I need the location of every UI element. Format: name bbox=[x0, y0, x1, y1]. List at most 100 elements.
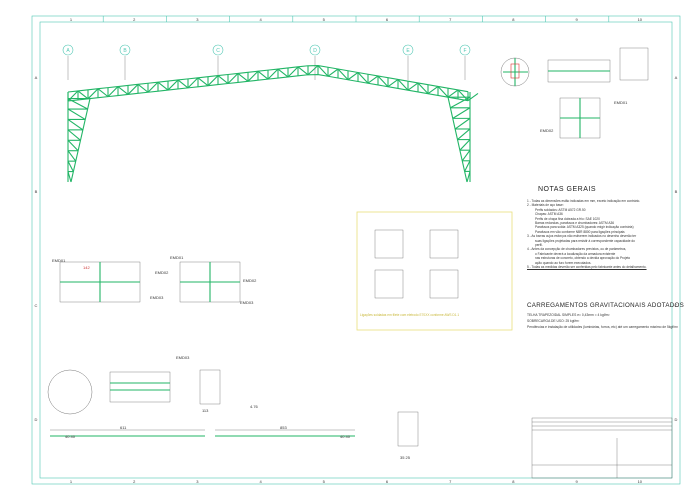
detail-plate-view bbox=[109, 371, 171, 403]
grid-axis-bubble bbox=[119, 44, 131, 56]
note-item: Chapas: ASTM A36 bbox=[535, 212, 563, 217]
detail-tag: EMD02 bbox=[155, 270, 169, 275]
border-row-label: D bbox=[35, 417, 38, 422]
column-diagonal bbox=[67, 118, 84, 131]
detail-tag: EMD03 bbox=[176, 355, 190, 360]
truss-diagonal bbox=[147, 81, 159, 93]
column-diagonal bbox=[464, 160, 471, 172]
border-row-label: D bbox=[675, 417, 678, 422]
load-item: TELHA TRAPEZOIDAL SIMPLES e= 0,43mm = 4 … bbox=[527, 313, 610, 317]
border-row-label: B bbox=[675, 189, 678, 194]
detail-callout-circle bbox=[47, 369, 93, 415]
detail-tag: EMD01 bbox=[614, 100, 628, 105]
detail-tag: EMD02 bbox=[243, 278, 257, 283]
column-diagonal bbox=[454, 117, 471, 130]
column-diagonal bbox=[67, 98, 88, 110]
section-sketch bbox=[429, 229, 459, 259]
plate-detail bbox=[199, 369, 221, 405]
border-column-label: 1 bbox=[70, 17, 73, 22]
border-row-label: C bbox=[675, 303, 678, 308]
truss-diagonal bbox=[417, 82, 429, 95]
note-item: o Fabricante deverá a localização da arm… bbox=[535, 251, 616, 256]
border-column-label: 2 bbox=[133, 479, 136, 484]
title-block bbox=[531, 417, 673, 479]
truss-diagonal bbox=[407, 82, 419, 91]
truss-diagonal bbox=[257, 70, 269, 80]
border-row-label: C bbox=[35, 303, 38, 308]
border-row-label: A bbox=[675, 75, 678, 80]
detail-tag: EMD03 bbox=[240, 300, 254, 305]
border-column-label: 5 bbox=[323, 479, 326, 484]
note-item: 2 - Materiais de aço base: bbox=[527, 203, 564, 208]
truss-diagonal bbox=[137, 83, 149, 93]
grid-axis-label: E bbox=[406, 48, 410, 54]
note-item: 4 - Antes da concepção de chumbadores pr… bbox=[527, 247, 627, 252]
load-item: SOBRECARGA DE USO: 25 kgf/m² bbox=[527, 319, 580, 323]
truss-diagonal bbox=[97, 88, 109, 98]
border-column-label: 6 bbox=[386, 17, 389, 22]
truss-diagonal bbox=[377, 75, 389, 88]
note-item: Parafusos em vão conforme NBR 8800 para … bbox=[535, 229, 625, 234]
dimension-142: 142 bbox=[83, 265, 90, 270]
truss-diagonal bbox=[217, 75, 229, 84]
grid-axis-bubble bbox=[309, 44, 321, 56]
border-column-label: 10 bbox=[638, 17, 643, 22]
dimension-35-25: 35 25 bbox=[400, 455, 411, 460]
note-item: nas estruturas de concreto, obtendo a de… bbox=[535, 256, 631, 261]
note-item: 1 - Todas as dimensões estão indicadas e… bbox=[527, 199, 641, 203]
dimension-4-76: 4.76 bbox=[250, 404, 258, 409]
truss-diagonal bbox=[197, 77, 209, 87]
column-diagonal bbox=[450, 96, 471, 109]
section-sketch bbox=[374, 269, 404, 299]
column-diagonal bbox=[457, 128, 471, 141]
note-box bbox=[356, 211, 513, 331]
border-column-label: 7 bbox=[449, 479, 452, 484]
detail-tag: EMD01 bbox=[52, 258, 66, 263]
border-column-label: 3 bbox=[196, 17, 199, 22]
truss-diagonal bbox=[397, 79, 409, 91]
grid-axis-label: B bbox=[123, 48, 127, 54]
border-row-label: A bbox=[35, 75, 38, 80]
border-column-label: 8 bbox=[512, 479, 515, 484]
dimension-853: 853 bbox=[280, 425, 287, 430]
truss-diagonal bbox=[207, 75, 219, 87]
grid-axis-bubble bbox=[459, 44, 471, 56]
truss-diagonal bbox=[297, 66, 309, 76]
column-diagonal bbox=[452, 107, 471, 119]
border-column-label: 6 bbox=[386, 479, 389, 484]
load-item: Pendências e instalação de utilidades (l… bbox=[527, 325, 678, 329]
notes-title: NOTAS GERAIS bbox=[538, 186, 596, 193]
truss-diagonal bbox=[127, 83, 139, 95]
column-diagonal bbox=[67, 139, 79, 152]
note-item: Parafusos para solda: ASTM A325 (quando … bbox=[535, 225, 634, 230]
border-column-label: 8 bbox=[512, 17, 515, 22]
grid-axis-bubble bbox=[402, 44, 414, 56]
truss-diagonal bbox=[427, 85, 439, 95]
truss-diagonal bbox=[287, 66, 299, 78]
truss-diagonal bbox=[87, 88, 99, 100]
dimension-611: 611 bbox=[120, 425, 127, 430]
grid-axis-label: A bbox=[66, 48, 70, 54]
truss-diagonal bbox=[367, 75, 379, 84]
truss-diagonal bbox=[357, 72, 369, 84]
truss-diagonal bbox=[247, 70, 259, 82]
dimension-40-left: 40 40 bbox=[65, 434, 76, 439]
border-column-label: 2 bbox=[133, 17, 136, 22]
yellow-box-note: Ligações soldadas em filete com eletrodo… bbox=[360, 313, 460, 317]
section-sketch bbox=[429, 269, 459, 299]
note-item: ação quando ao furo forem executados. bbox=[535, 260, 592, 265]
column-diagonal bbox=[67, 150, 77, 162]
truss-diagonal bbox=[107, 86, 119, 98]
truss-diagonal bbox=[157, 81, 169, 91]
truss-diagonal bbox=[317, 65, 329, 77]
note-item: perfil. bbox=[535, 243, 543, 247]
column-diagonal bbox=[67, 171, 72, 183]
truss-diagonal bbox=[307, 65, 319, 76]
truss-diagonal bbox=[187, 77, 199, 89]
truss-diagonal bbox=[227, 73, 239, 84]
truss-diagonal bbox=[277, 68, 289, 78]
column-diagonal bbox=[67, 129, 81, 141]
column-diagonal bbox=[67, 160, 74, 172]
